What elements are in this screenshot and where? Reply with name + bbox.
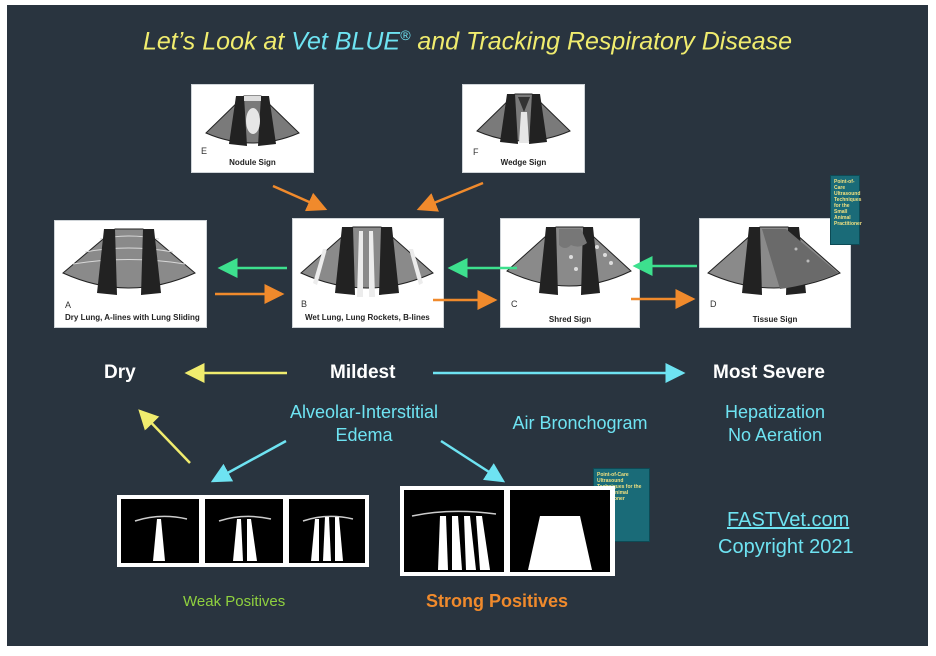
- wedge-sign-diagram: [476, 93, 571, 144]
- card-shred-sign: C Shred Sign: [500, 218, 640, 328]
- card-tissue-letter: D: [710, 299, 717, 309]
- arrow-edema-to-strong: [440, 439, 506, 483]
- book-cover-top-title: Point-of-Care Ultrasound Techniques for …: [834, 179, 862, 227]
- card-dry-label: Dry Lung, A-lines with Lung Sliding: [65, 313, 200, 322]
- tissue-sign-diagram: [707, 226, 841, 295]
- card-wedge-label: Wedge Sign: [500, 158, 547, 167]
- label-edema: Alveolar-Interstitial Edema: [289, 402, 439, 445]
- card-tissue-sign: D Tissue Sign: [699, 218, 851, 328]
- arrow-weak-to-dry: [138, 409, 191, 464]
- label-weak-positives: Weak Positives: [183, 593, 286, 610]
- arrow-edema-to-weak: [210, 439, 287, 483]
- card-wedge-letter: F: [473, 147, 479, 157]
- title-reg: ®: [400, 27, 411, 43]
- label-mildest: Mildest: [330, 362, 396, 383]
- nodule-sign-diagram: [205, 95, 300, 146]
- label-dry: Dry: [104, 362, 136, 383]
- card-shred-label: Shred Sign: [548, 315, 592, 324]
- card-nodule-label: Nodule Sign: [229, 158, 276, 167]
- card-wet-letter: B: [301, 299, 308, 309]
- card-nodule-sign: E Nodule Sign: [191, 84, 314, 173]
- book-cover-top: Point-of-Care Ultrasound Techniques for …: [830, 175, 862, 245]
- weak-positives-images: [117, 495, 369, 567]
- arrow-nodule-to-wet: [272, 184, 328, 212]
- arrow-wedge-to-wet: [416, 181, 484, 212]
- card-dry-letter: A: [65, 300, 72, 310]
- card-tissue-label: Tissue Sign: [752, 315, 798, 324]
- strong-positives-images: [400, 486, 615, 576]
- weak-positives-ultrasound: [121, 499, 365, 563]
- card-wet-label: Wet Lung, Lung Rockets, B-lines: [305, 313, 430, 322]
- shred-sign-diagram: [506, 226, 632, 295]
- label-most-severe: Most Severe: [713, 362, 825, 383]
- title-part2: and Tracking Respiratory Disease: [410, 27, 793, 56]
- copyright-text: Copyright 2021: [718, 536, 854, 558]
- dry-lung-diagram: [62, 228, 196, 295]
- fastvet-link[interactable]: FASTVet.com: [727, 509, 850, 531]
- wet-lung-diagram: [300, 226, 434, 297]
- title-part1: Let’s Look at: [142, 27, 292, 56]
- slide: Let’s Look at Vet BLUE® and Tracking Res…: [7, 5, 928, 646]
- label-hepatization: Hepatization No Aeration: [724, 402, 826, 445]
- arrows-layer: [138, 181, 697, 483]
- strong-positives-ultrasound: [404, 490, 610, 572]
- card-shred-letter: C: [511, 299, 518, 309]
- title-highlight: Vet BLUE: [291, 27, 401, 56]
- card-wedge-sign: F Wedge Sign: [462, 84, 585, 173]
- card-dry-lung: A Dry Lung, A-lines with Lung Sliding: [54, 220, 207, 328]
- label-strong-positives: Strong Positives: [426, 591, 569, 611]
- card-wet-lung: B Wet Lung, Lung Rockets, B-lines: [292, 218, 444, 328]
- slide-title: Let’s Look at Vet BLUE® and Tracking Res…: [7, 27, 928, 56]
- label-air-bronchogram: Air Bronchogram: [512, 413, 648, 433]
- card-nodule-letter: E: [201, 146, 208, 156]
